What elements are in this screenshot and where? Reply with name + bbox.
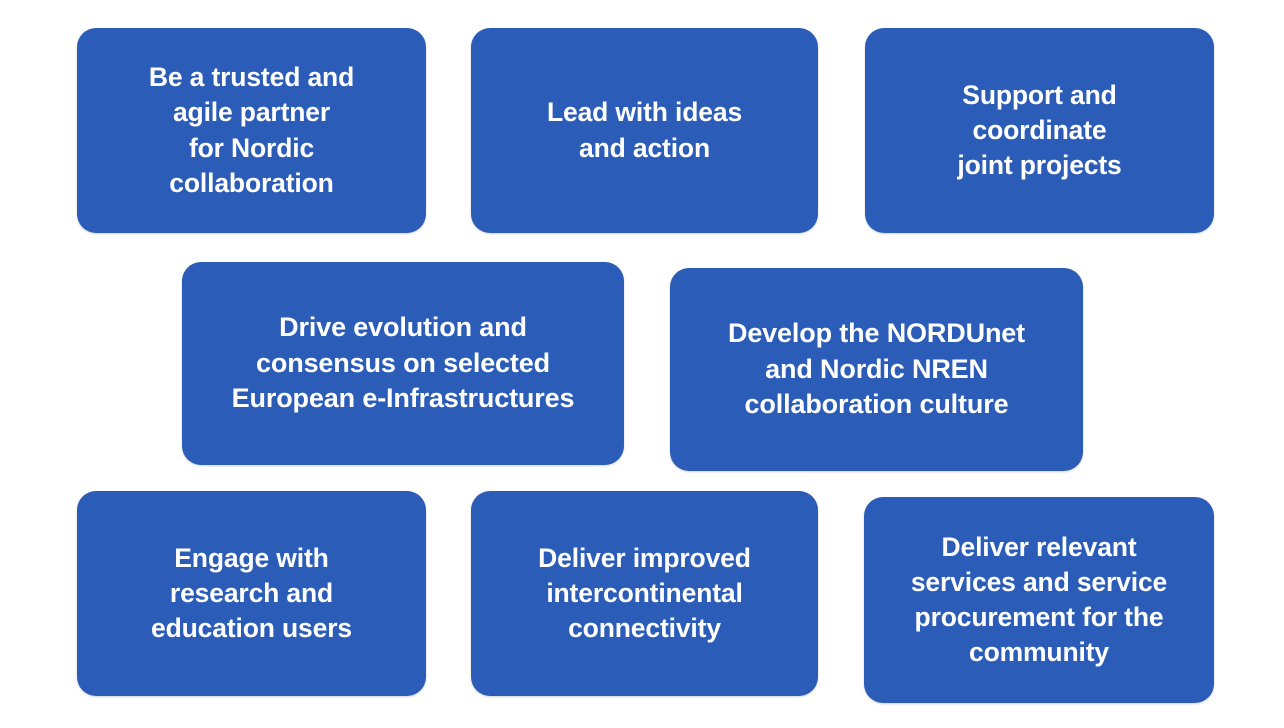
goal-card-deliver-intercontinental-connectivity[interactable]: Deliver improved intercontinental connec… <box>471 491 818 696</box>
goal-card-deliver-services-procurement[interactable]: Deliver relevant services and service pr… <box>864 497 1214 703</box>
goal-card-drive-evolution-consensus[interactable]: Drive evolution and consensus on selecte… <box>182 262 624 465</box>
goal-card-label: Be a trusted and agile partner for Nordi… <box>148 62 355 198</box>
goal-card-label: Deliver relevant services and service pr… <box>910 531 1168 668</box>
goal-card-support-coordinate-joint-projects[interactable]: Support and coordinate joint projects <box>865 28 1214 233</box>
goal-card-label: Support and coordinate joint projects <box>957 79 1122 181</box>
goal-card-label: Drive evolution and consensus on selecte… <box>231 311 575 414</box>
goal-card-engage-research-education-users[interactable]: Engage with research and education users <box>77 491 426 696</box>
goal-card-lead-with-ideas[interactable]: Lead with ideas and action <box>471 28 818 233</box>
goal-card-label: Lead with ideas and action <box>546 97 743 163</box>
goal-card-label: Engage with research and education users <box>151 542 352 644</box>
goal-card-label: Deliver improved intercontinental connec… <box>538 542 751 644</box>
goal-card-develop-collaboration-culture[interactable]: Develop the NORDUnet and Nordic NREN col… <box>670 268 1083 471</box>
goal-card-label: Develop the NORDUnet and Nordic NREN col… <box>727 317 1026 420</box>
goal-card-trusted-agile-partner[interactable]: Be a trusted and agile partner for Nordi… <box>77 28 426 233</box>
